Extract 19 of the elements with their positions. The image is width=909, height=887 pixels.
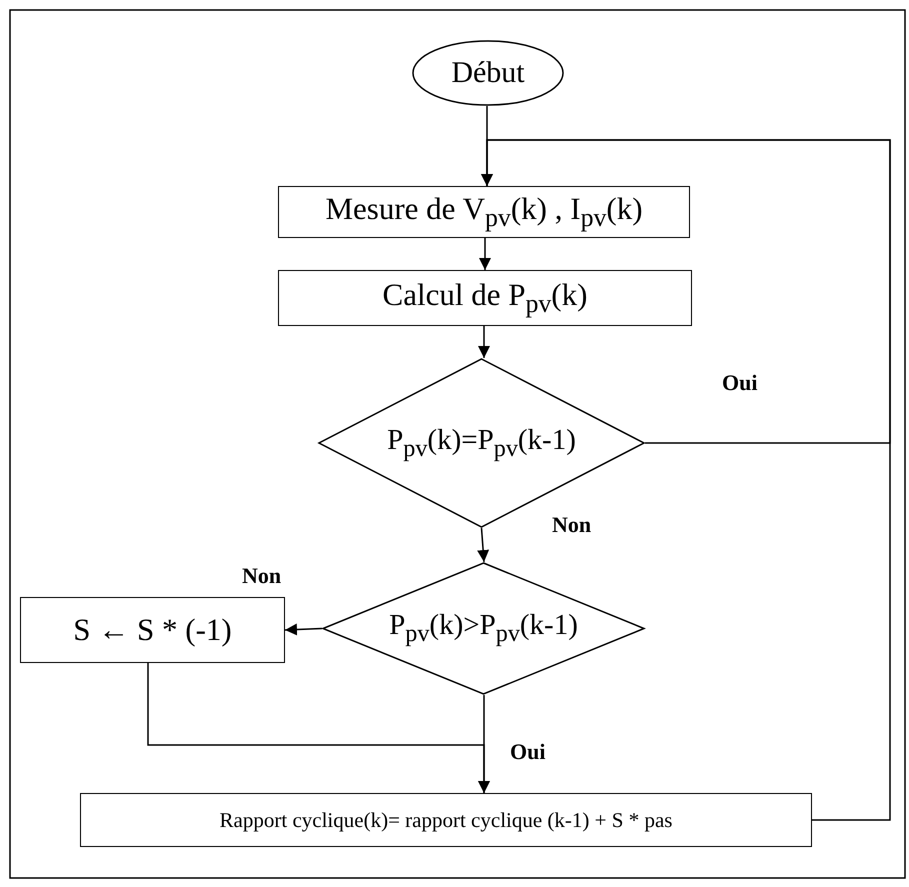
process-box bbox=[20, 597, 285, 663]
node-label: Rapport cyclique(k)= rapport cyclique (k-1) + S * pas bbox=[220, 808, 672, 832]
node-label: S ← S * (-1) bbox=[73, 612, 232, 648]
arrow bbox=[147, 663, 490, 793]
node-label: Mesure de V$_{pv}$(k) , I$_{pv}$(k) bbox=[325, 190, 643, 234]
decision-diamond bbox=[322, 562, 645, 695]
arrow bbox=[479, 238, 491, 270]
process-box bbox=[278, 270, 692, 326]
start-ellipse bbox=[412, 40, 564, 106]
arrow bbox=[477, 528, 490, 562]
node-label: Calcul de P$_{pv}$(k) bbox=[382, 276, 588, 320]
node-label: Début bbox=[451, 56, 525, 90]
node-label: P$_{pv}$(k)=P$_{pv}$(k-1) bbox=[387, 424, 576, 462]
arrow bbox=[481, 139, 891, 821]
arrow bbox=[284, 624, 322, 636]
process-box bbox=[278, 186, 690, 238]
node-label: P$_{pv}$(k)>P$_{pv}$(k-1) bbox=[389, 609, 578, 648]
process-box bbox=[80, 793, 812, 847]
arrow bbox=[478, 326, 490, 358]
